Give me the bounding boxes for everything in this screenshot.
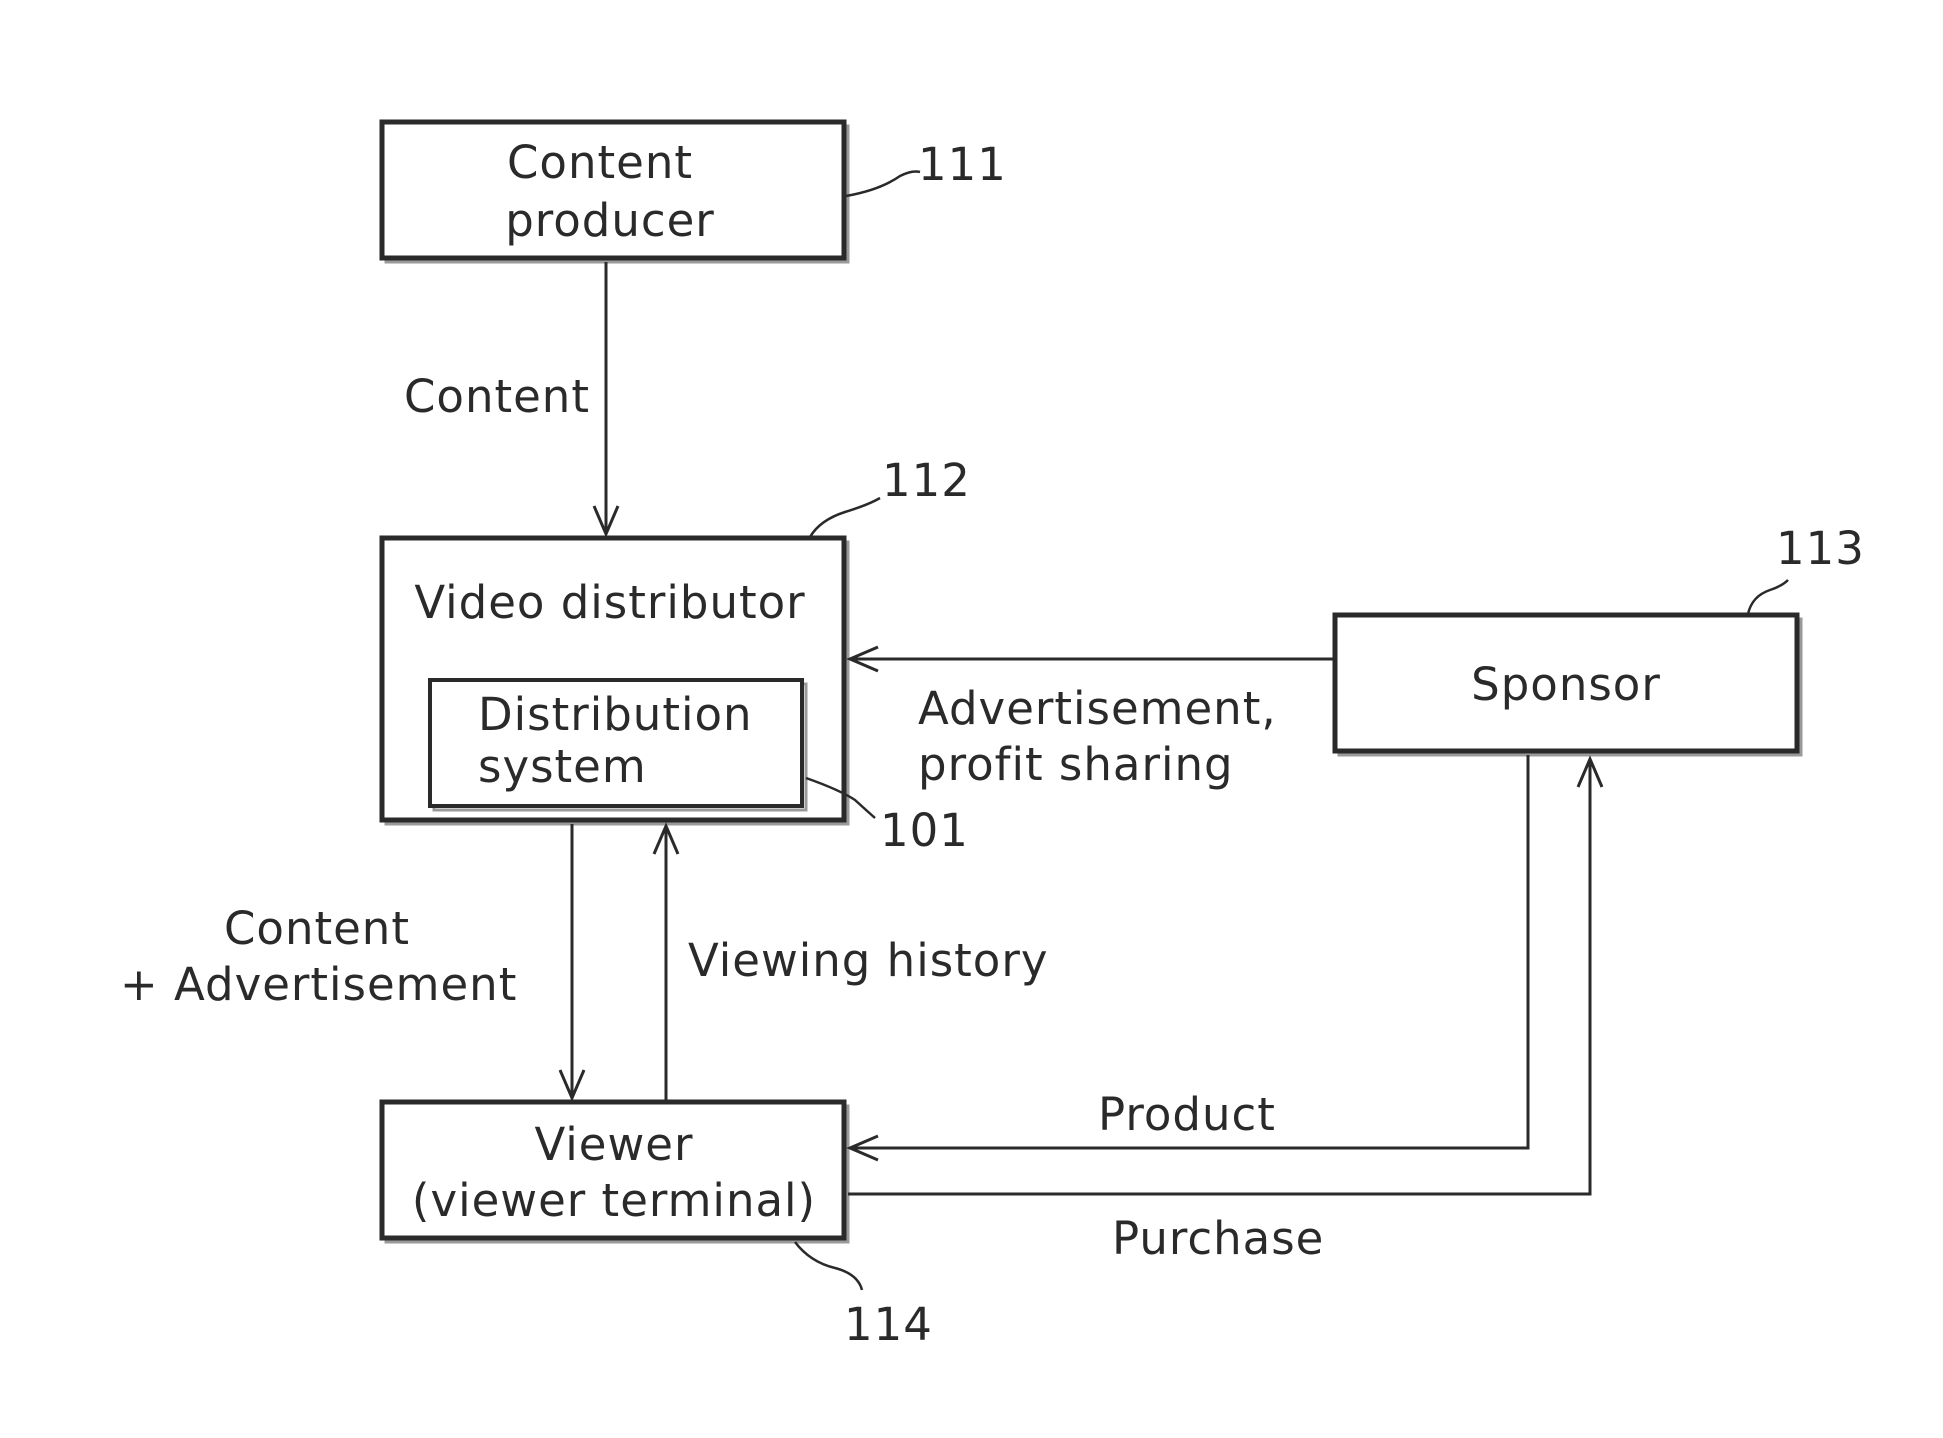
edge-purchase-label: Purchase [1112, 1212, 1324, 1265]
edge-advertisement-label-2: profit sharing [918, 738, 1234, 791]
sponsor-node: Sponsor [1335, 615, 1801, 755]
ref-leader-113 [1748, 580, 1788, 614]
sponsor-label: Sponsor [1471, 658, 1661, 711]
ref-leader-111 [846, 172, 920, 197]
ref-114: 114 [844, 1298, 933, 1351]
ref-113: 113 [1776, 522, 1865, 575]
distribution-system-label-2: system [478, 740, 647, 793]
edge-content-advertisement [560, 824, 584, 1098]
edge-content-ad-label-2: + Advertisement [120, 958, 517, 1011]
distribution-system-label-1: Distribution [478, 688, 753, 741]
viewer-label-2: (viewer terminal) [412, 1174, 816, 1227]
ref-101: 101 [880, 804, 969, 857]
content-producer-label-2: producer [505, 194, 715, 247]
edge-advertisement-label-1: Advertisement, [918, 682, 1277, 735]
ref-112: 112 [882, 454, 971, 507]
viewer-node: Viewer (viewer terminal) [382, 1102, 848, 1242]
distribution-system-node: Distribution system [430, 680, 806, 810]
edge-viewing-history-label: Viewing history [688, 934, 1048, 987]
ref-111: 111 [918, 138, 1007, 191]
viewer-label-1: Viewer [535, 1118, 694, 1171]
edge-content [594, 262, 618, 534]
edge-content-ad-label-1: Content [224, 902, 410, 955]
edge-advertisement [850, 647, 1335, 671]
content-producer-node: Content producer [382, 122, 848, 262]
edge-viewing-history [654, 826, 678, 1102]
edge-content-label: Content [404, 370, 590, 423]
ref-leader-114 [795, 1242, 862, 1290]
content-producer-label-1: Content [507, 136, 693, 189]
ref-leader-112 [810, 498, 880, 537]
edge-product-label: Product [1098, 1088, 1276, 1141]
video-distributor-title: Video distributor [414, 576, 805, 629]
